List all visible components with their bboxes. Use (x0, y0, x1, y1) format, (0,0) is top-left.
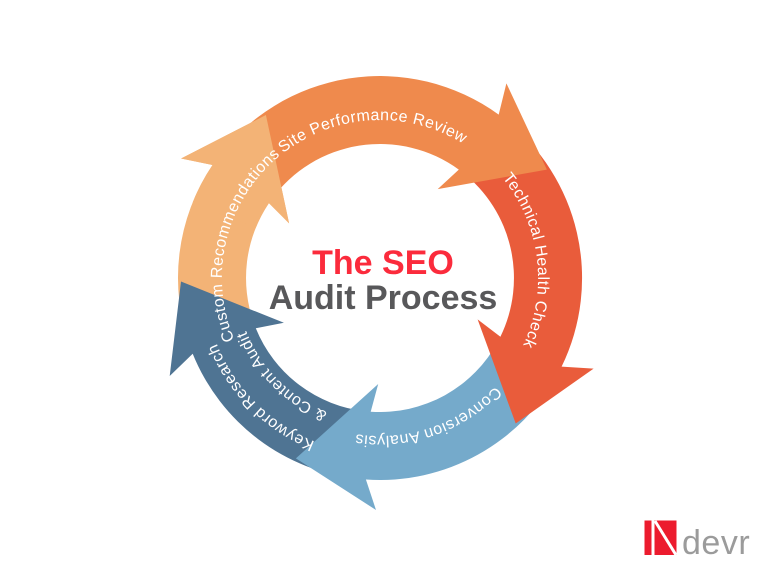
ndevr-logo: devr (644, 517, 756, 562)
arrow-site-performance-review (216, 76, 547, 200)
ndevr-logo-graphic: devr (644, 520, 750, 562)
logo-wordmark: devr (682, 524, 750, 559)
arrow-conversion-analysis (295, 340, 559, 510)
diagram-title-line-2: Audit Process (269, 279, 498, 317)
arrow-head-overlay-custom-recommendations (181, 115, 290, 228)
arrow-keyword-research-content-audit (169, 281, 366, 479)
diagram-title-line-1: The SEO (312, 244, 454, 282)
logo-mark-diagonal (653, 520, 678, 556)
arrow-technical-health-check (462, 118, 594, 424)
arrow-segments (169, 76, 594, 510)
logo-mark-bar (644, 520, 652, 555)
